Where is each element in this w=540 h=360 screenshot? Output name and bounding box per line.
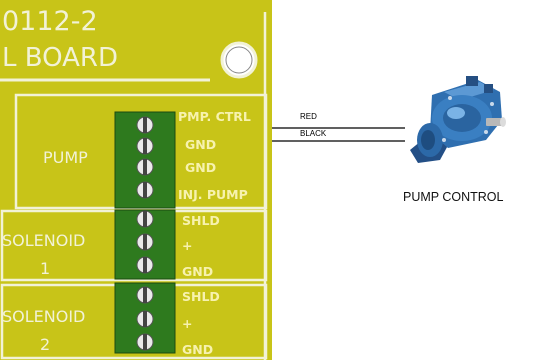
solenoid-1-label: SOLENOID: [2, 231, 85, 250]
board-title-line-1: 0112-2: [2, 6, 98, 37]
terminal-label-gnd-3: GND: [182, 264, 213, 279]
board-title-line-2: L BOARD: [2, 43, 118, 73]
terminal-screw-screw-1-2: [136, 256, 154, 274]
terminal-label-pmp-ctrl: PMP. CTRL: [178, 109, 251, 124]
solenoid-1-number: 1: [40, 259, 50, 278]
terminal-screw-screw-0-3: [136, 181, 154, 199]
terminal-screws: [136, 116, 154, 351]
terminal-screw-screw-2-0: [136, 286, 154, 304]
control-board: 0112-2 L BOARD PUMP SOLENOID 1 SOLENOID …: [0, 0, 272, 360]
terminal-screw-screw-1-0: [136, 210, 154, 228]
solenoid-2-label: SOLENOID: [2, 307, 85, 326]
black-wire-label: BLACK: [300, 129, 327, 138]
terminal-screw-screw-2-1: [136, 310, 154, 328]
wires: RED BLACK: [272, 112, 405, 142]
terminal-label-inj-pump: INJ. PUMP: [178, 187, 248, 202]
terminal-label-shld-2: SHLD: [182, 289, 220, 304]
terminal-screw-screw-0-1: [136, 137, 154, 155]
terminal-label-shld-1: SHLD: [182, 213, 220, 228]
terminal-label-gnd-1: GND: [185, 137, 216, 152]
terminal-label-gnd-2: GND: [185, 160, 216, 175]
red-wire-label: RED: [300, 112, 317, 121]
terminal-label-gnd-4: GND: [182, 342, 213, 357]
terminal-screw-screw-2-2: [136, 333, 154, 351]
pump-control-caption: PUMP CONTROL: [403, 190, 504, 204]
pump-section-label: PUMP: [43, 148, 88, 167]
pump-device-image: [410, 76, 506, 163]
terminal-screw-screw-1-1: [136, 233, 154, 251]
terminal-screw-screw-0-0: [136, 116, 154, 134]
terminal-label-plus-2: +: [182, 316, 192, 331]
terminal-screw-screw-0-2: [136, 158, 154, 176]
terminal-label-plus-1: +: [182, 238, 192, 253]
solenoid-2-number: 2: [40, 335, 50, 354]
